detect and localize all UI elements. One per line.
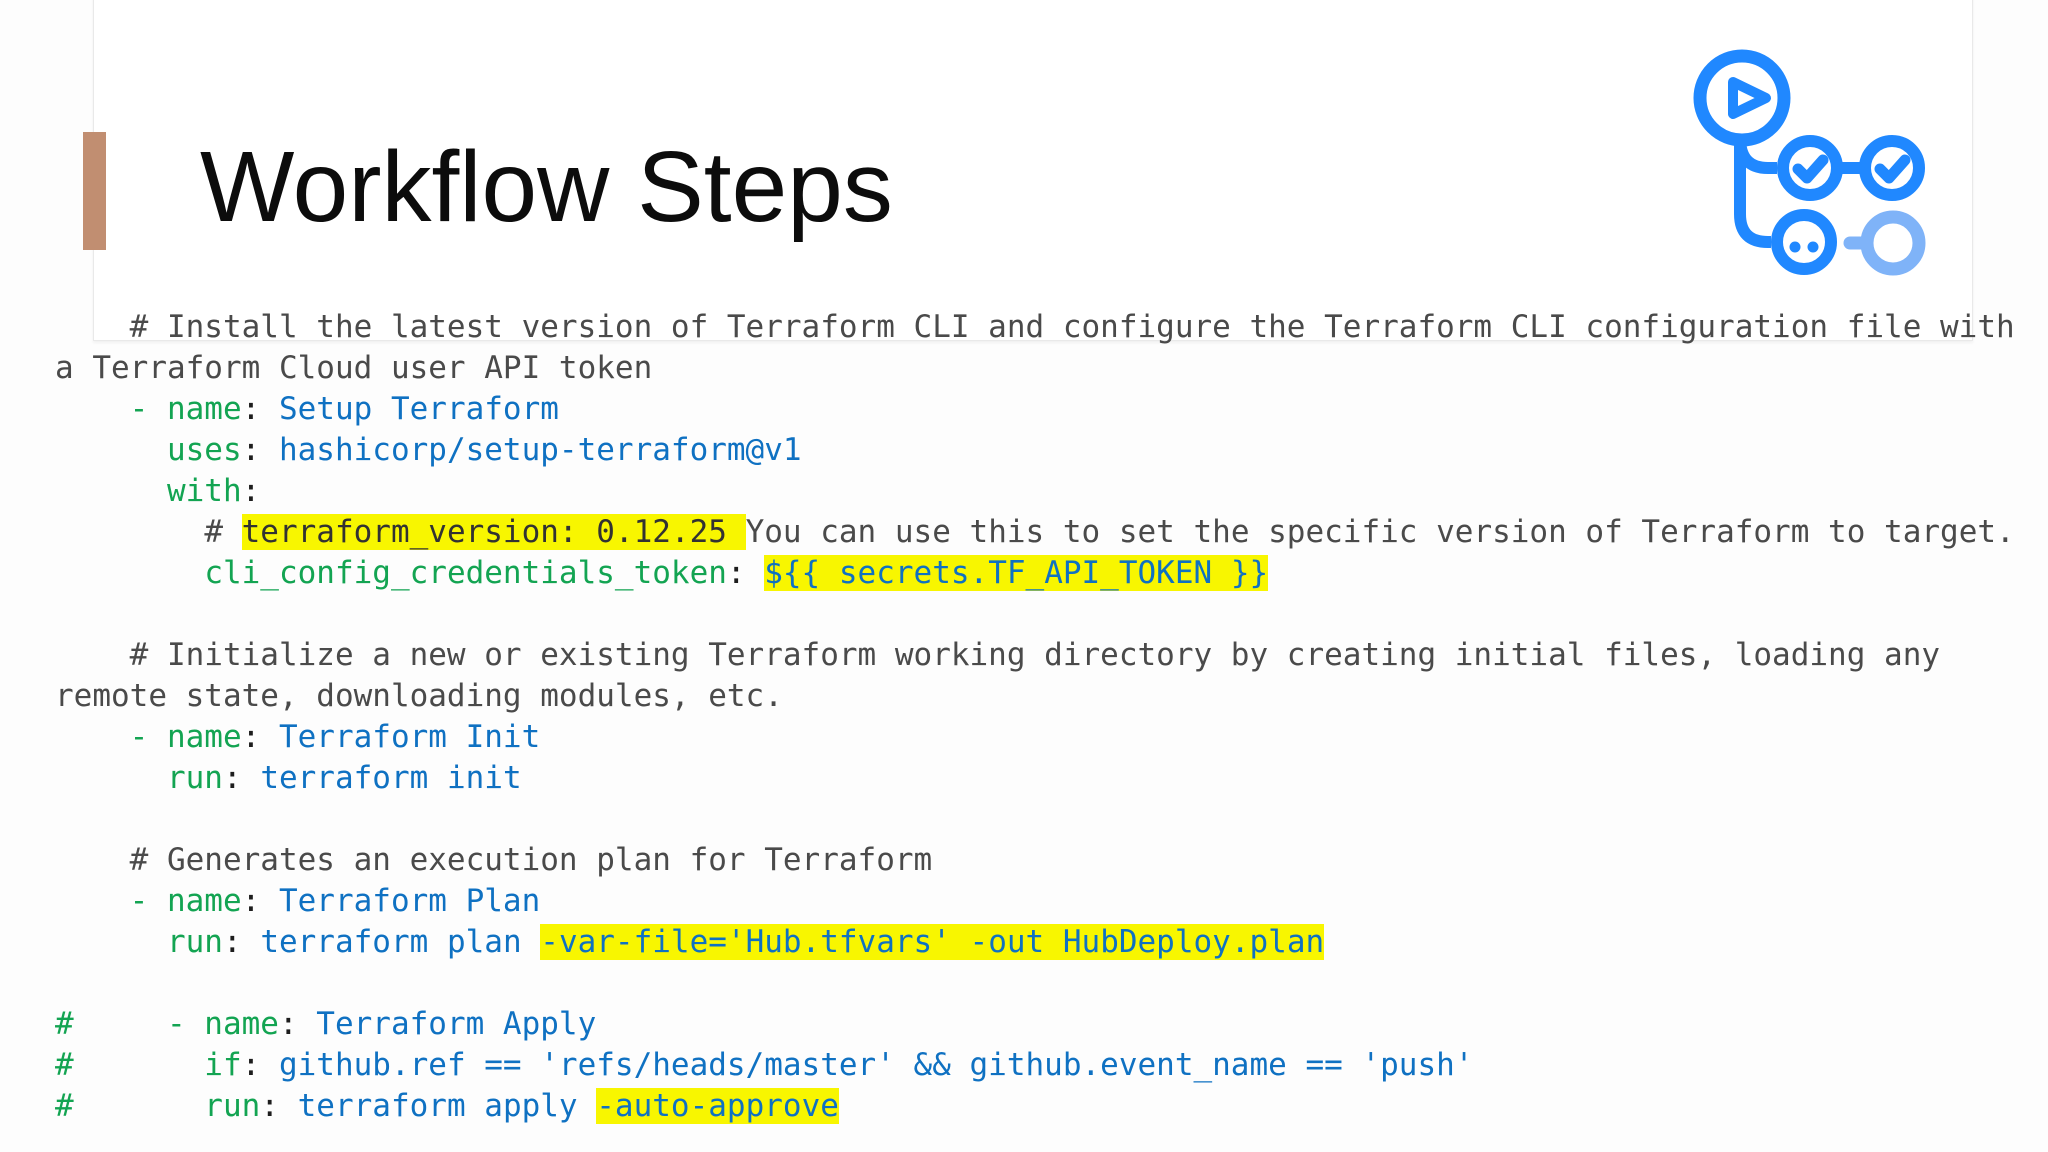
code-line: # - name: Terraform Apply bbox=[55, 1004, 2037, 1045]
code-line: with: bbox=[55, 471, 2037, 512]
code-segment: : bbox=[260, 1088, 298, 1124]
code-segment: terraform plan bbox=[260, 924, 541, 960]
code-segment: - name bbox=[55, 883, 242, 919]
code-segment: # Generates an execution plan for Terraf… bbox=[55, 842, 933, 878]
code-segment: run bbox=[55, 924, 223, 960]
code-segment: # if bbox=[55, 1047, 242, 1083]
code-line: uses: hashicorp/setup-terraform@v1 bbox=[55, 430, 2037, 471]
code-line bbox=[55, 799, 2037, 840]
code-segment: - name bbox=[55, 719, 242, 755]
code-segment: run bbox=[55, 760, 223, 796]
yaml-code-block: # Install the latest version of Terrafor… bbox=[55, 307, 2037, 1127]
code-segment: Terraform Init bbox=[278, 719, 541, 755]
code-segment: Setup Terraform bbox=[278, 391, 559, 427]
highlighted-code-segment: terraform_version: 0.12.25 bbox=[241, 514, 746, 550]
check-circle-icon bbox=[1777, 135, 1843, 201]
code-segment: You can use this to set the specific ver… bbox=[745, 514, 2015, 550]
code-line: # terraform_version: 0.12.25 You can use… bbox=[55, 512, 2037, 553]
code-line: - name: Terraform Init bbox=[55, 717, 2037, 758]
code-segment: : bbox=[726, 555, 765, 591]
code-segment: Terraform Apply bbox=[316, 1006, 597, 1042]
code-segment: # - name bbox=[55, 1006, 279, 1042]
code-line: # Generates an execution plan for Terraf… bbox=[55, 840, 2037, 881]
dots-circle-icon bbox=[1771, 209, 1837, 275]
check-circle-icon bbox=[1859, 135, 1925, 201]
highlighted-code-segment: ${{ secrets.TF_API_TOKEN }} bbox=[764, 555, 1269, 591]
code-segment: - name bbox=[55, 391, 242, 427]
code-segment: : bbox=[278, 1006, 317, 1042]
code-segment: Terraform Plan bbox=[278, 883, 541, 919]
code-segment: # bbox=[55, 514, 242, 550]
highlighted-code-segment: -var-file='Hub.tfvars' -out HubDeploy.pl… bbox=[540, 924, 1325, 960]
code-segment: : bbox=[241, 473, 261, 509]
play-circle-icon bbox=[1693, 49, 1791, 147]
code-segment: github.ref == 'refs/heads/master' && git… bbox=[278, 1047, 1474, 1083]
code-line: # Initialize a new or existing Terraform… bbox=[55, 635, 2037, 717]
title-accent-bar bbox=[83, 132, 106, 250]
code-segment: with bbox=[55, 473, 242, 509]
code-line: # Install the latest version of Terrafor… bbox=[55, 307, 2037, 389]
code-segment: : bbox=[241, 883, 279, 919]
code-line: run: terraform plan -var-file='Hub.tfvar… bbox=[55, 922, 2037, 963]
code-segment: # run bbox=[55, 1088, 261, 1124]
code-segment: : bbox=[222, 760, 261, 796]
code-segment: : bbox=[222, 924, 261, 960]
code-segment: cli_config_credentials_token bbox=[55, 555, 727, 591]
code-line: # if: github.ref == 'refs/heads/master' … bbox=[55, 1045, 2037, 1086]
code-segment: : bbox=[241, 1047, 279, 1083]
page-title: Workflow Steps bbox=[200, 131, 893, 243]
code-line bbox=[55, 594, 2037, 635]
highlighted-code-segment: -auto-approve bbox=[596, 1088, 839, 1124]
code-segment: : bbox=[241, 391, 279, 427]
code-line: - name: Terraform Plan bbox=[55, 881, 2037, 922]
code-segment: terraform apply bbox=[297, 1088, 597, 1124]
pending-circle-icon bbox=[1860, 210, 1926, 276]
code-line: # run: terraform apply -auto-approve bbox=[55, 1086, 2037, 1127]
code-line: cli_config_credentials_token: ${{ secret… bbox=[55, 553, 2037, 594]
code-segment: # Install the latest version of Terrafor… bbox=[55, 309, 2034, 386]
code-segment: terraform init bbox=[260, 760, 522, 796]
code-segment: uses bbox=[55, 432, 242, 468]
code-line: - name: Setup Terraform bbox=[55, 389, 2037, 430]
code-line bbox=[55, 963, 2037, 1004]
code-segment: : bbox=[241, 432, 279, 468]
github-actions-icon bbox=[1693, 49, 1926, 276]
title-card bbox=[93, 0, 1973, 341]
code-segment: : bbox=[241, 719, 279, 755]
code-line: run: terraform init bbox=[55, 758, 2037, 799]
code-segment: hashicorp/setup-terraform@v1 bbox=[278, 432, 802, 468]
code-segment: # Initialize a new or existing Terraform… bbox=[55, 637, 1959, 714]
